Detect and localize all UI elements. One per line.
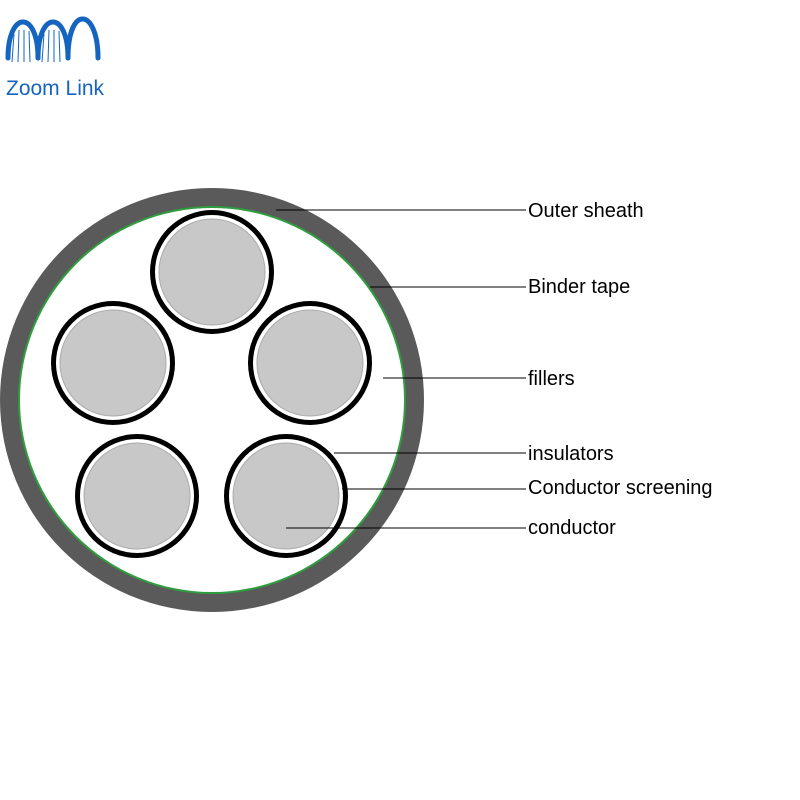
conductor [83,442,191,550]
zoom-link-logo: Zoom Link [5,16,105,100]
conductor [256,309,364,417]
label-outer-sheath: Outer sheath [528,200,644,222]
label-insulators: insulators [528,443,614,465]
logo-arches [5,16,101,61]
label-conductor: conductor [528,517,616,539]
conductor [59,309,167,417]
core-bottom-left [75,434,199,558]
core-left [51,301,175,425]
label-binder-tape: Binder tape [528,276,630,298]
label-fillers: fillers [528,368,575,390]
brand-name: Zoom Link [6,77,105,100]
leader-lines [276,209,526,529]
conductor [232,442,340,550]
logo-wires [11,29,61,63]
core-top [150,210,274,334]
core-right [248,301,372,425]
label-conductor-screening: Conductor screening [528,477,713,499]
core-bottom-right [224,434,348,558]
conductor [158,218,266,326]
